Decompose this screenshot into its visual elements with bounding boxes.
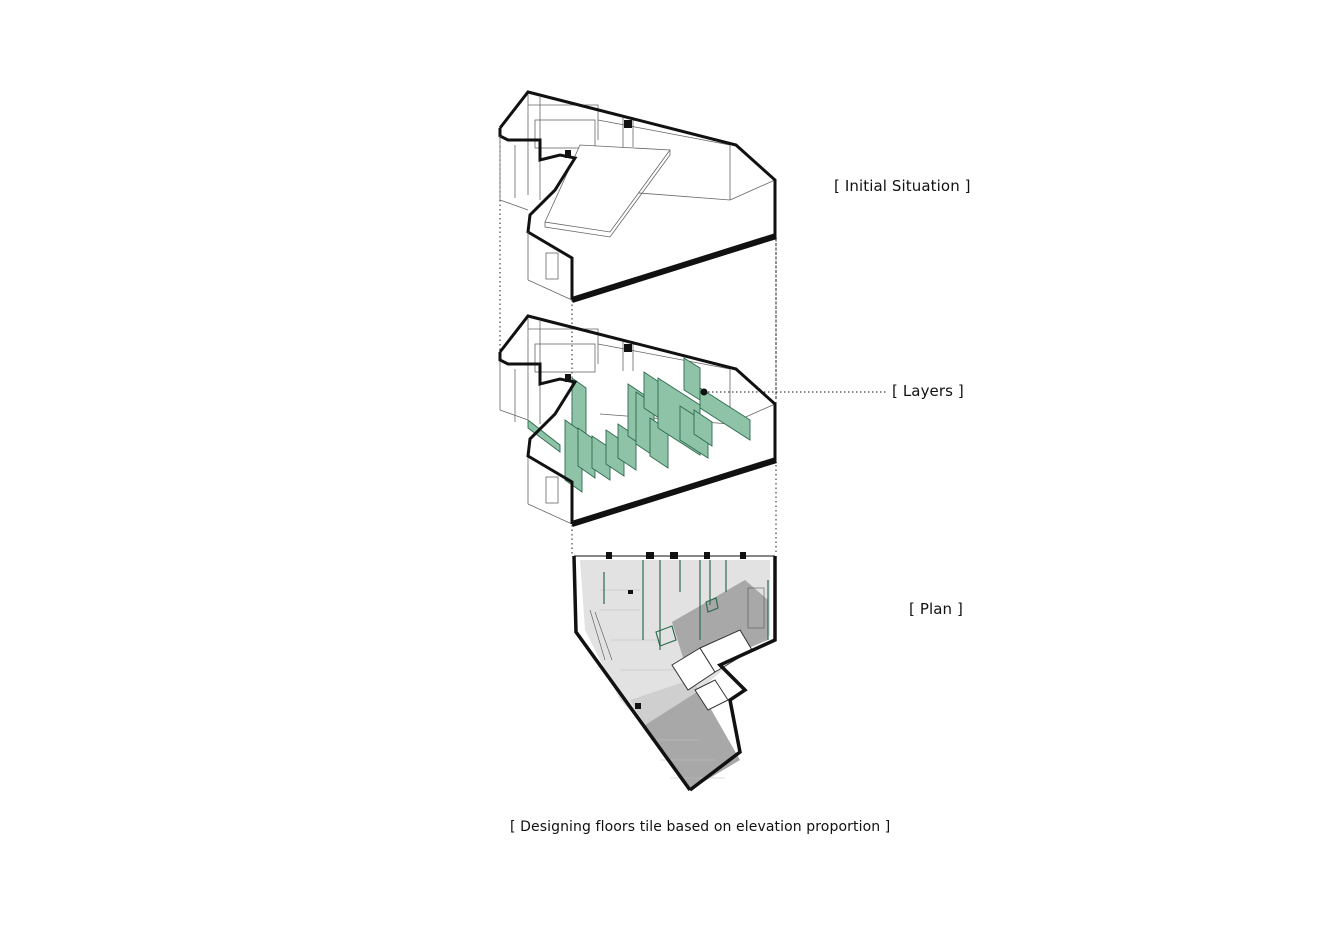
diagram-caption: [ Designing floors tile based on elevati…: [510, 819, 891, 835]
initial-situation-model: [498, 90, 777, 303]
label-initial-situation: [ Initial Situation ]: [834, 177, 971, 195]
layers-leader-line: [700, 388, 886, 396]
green-layer-panels: [527, 357, 751, 493]
floor-plan: [572, 552, 777, 792]
label-plan: [ Plan ]: [909, 600, 963, 618]
layers-model: [498, 314, 886, 527]
label-layers: [ Layers ]: [892, 382, 964, 400]
